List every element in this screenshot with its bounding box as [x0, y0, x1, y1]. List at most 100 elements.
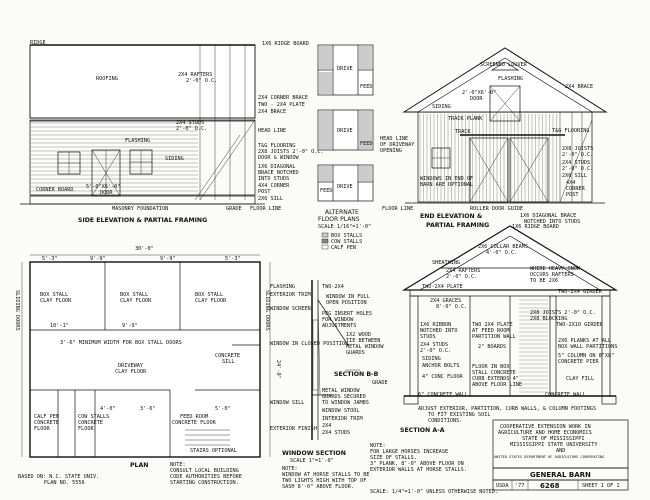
plan-dim-3: 9'-9": [160, 256, 176, 262]
plan3-drive: DRIVE: [337, 184, 353, 190]
plan-based-on: BASED ON: N.C. STATE UNIV.: [18, 474, 99, 480]
alt-title-a: ALTERNATE: [325, 209, 359, 216]
end-post: 4X4: [566, 180, 575, 186]
tb-usda: USDA: [496, 483, 509, 489]
aa-planks-b: BOX WALL PARTITIONS: [558, 344, 617, 350]
aa-snow-b: OCCURS RAFTERS: [530, 272, 574, 278]
aa-studs: 2X4 STUDS: [420, 342, 448, 348]
end-tg-flooring: T&G FLOORING: [552, 128, 589, 134]
plan-mid-dim: 9'-9": [122, 323, 138, 329]
label-sill: 2X6 SILL: [258, 196, 283, 202]
bb-window-full: WINDOW IN FULL: [326, 294, 370, 300]
end-brace: 2X4 BRACE: [565, 84, 593, 90]
aa-graces-b: 8'-0" O.C.: [436, 304, 467, 310]
legend-box-stalls: BOX STALLS: [331, 233, 362, 239]
label-diag-c: INTO STUDS: [258, 176, 289, 182]
plan-dim-4-0: 4'-0": [100, 406, 116, 412]
end-title-b: PARTIAL FRAMING: [426, 222, 489, 229]
plan-stairs: STAIRS OPTIONAL: [190, 448, 237, 454]
bb-note-d: SASH 8'-0" ABOVE FLOOR.: [282, 484, 354, 490]
plan-box2: BOX STALL: [120, 292, 148, 298]
plan-box3: BOX STALL: [195, 292, 223, 298]
tb-line3: STATE OF MISSISSIPPI: [522, 436, 584, 442]
plan-calf: CALF PEN: [34, 414, 59, 420]
plan-dim-2: 9'-9": [90, 256, 106, 262]
plan-dim-5-0: 5'-0": [215, 406, 231, 412]
aa-note-d: 3" PLANK, 8'-0" ABOVE FLOOR ON: [370, 461, 464, 467]
label-corner-brace: 2X4 CORNER BRACE: [258, 95, 308, 101]
side-elevation-title: SIDE ELEVATION & PARTIAL FRAMING: [78, 217, 207, 224]
plan-sliding-left: SLIDING DOORS: [14, 290, 20, 331]
aa-planks: 2X6 PLANKS AT ALL: [558, 338, 611, 344]
label-diag: 1X6 DIAGONAL: [258, 164, 295, 170]
label-corner-post-b: POST: [258, 189, 271, 195]
plan-box2-floor: CLAY FLOOR: [120, 298, 152, 304]
end-post-c: POST: [566, 192, 579, 198]
bb-grade: GRADE: [372, 380, 388, 386]
plan-cow: COW STALLS: [78, 414, 109, 420]
plan-note-b: CONSULT LOCAL BUILDING: [170, 468, 239, 474]
bb-metal-b: GUARDS SECURED: [322, 394, 366, 400]
aa-ribbon-b: NOTCHED INTO: [420, 328, 457, 334]
bb-interior-trim: INTERIOR TRIM: [322, 416, 363, 422]
end-head-line: HEAD LINE: [380, 136, 408, 142]
tb-line4: MISSISSIPPI STATE UNIVERSITY: [510, 442, 598, 448]
aa-note-e: EXTERIOR WALLS AT HORSE STALLS.: [370, 467, 467, 473]
plan-feed: FEED ROOM: [180, 414, 208, 420]
alt-title-b: FLOOR PLANS: [318, 216, 360, 223]
tb-year: '77: [515, 483, 524, 489]
bb-wood: 1X2 WOOD: [346, 332, 371, 338]
aa-ribbon-c: STUDS: [420, 334, 436, 340]
end-hay-door: 2'-0"X6'-0": [462, 90, 496, 96]
bb-exterior-trim: EXTERIOR TRIM: [270, 292, 311, 298]
plan1-drive: DRIVE: [337, 66, 353, 72]
end-joists-oc: 2'-0" O.C.: [562, 152, 593, 158]
legend-calf-pen: CALF PEN: [331, 245, 356, 251]
end-track-plank: TRACK PLANK: [448, 116, 483, 122]
label-roofing: ROOFING: [96, 76, 118, 82]
bb-window-section: WINDOW SECTION: [282, 450, 346, 457]
bb-window-closed: WINDOW IN CLOSED POSITION: [270, 341, 348, 347]
label-ridge-board: 1X6 RIDGE BOARD: [262, 41, 309, 47]
plan-left-dim: 10'-1": [50, 323, 69, 329]
end-diagonal-b: NOTCHED INTO STUDS: [524, 219, 580, 225]
end-elevation: SCREENED LOUVER FLASHING 2X4 BRACE 2'-0"…: [380, 47, 608, 229]
aa-floor-box: FLOOR IN BOX: [472, 364, 510, 370]
end-note-a: WINDOWS IN END OF: [420, 176, 473, 182]
plan-cow-c: FLOOR: [78, 426, 94, 432]
tb-plan-no: 6268: [540, 482, 560, 490]
bb-exterior-finish: EXTERIOR FINISH: [270, 426, 317, 432]
aa-ridge-board: 1X6 RIDGE BOARD: [512, 224, 559, 230]
tb-scale-note: SCALE: 1/4"=1'-0" UNLESS OTHERWISE NOTED…: [370, 489, 498, 495]
plan-sliding-right: SLIDING DOORS: [264, 290, 270, 331]
end-hay-door-word: DOOR: [470, 96, 483, 102]
plan-title: PLAN: [130, 462, 148, 469]
end-studs: 2X4 STUDS: [562, 160, 590, 166]
label-door-word: DOOR: [100, 190, 113, 196]
aa-snow: WHERE HEAVY SNOW: [530, 266, 581, 272]
aa-studs-b: 2'-0" O.C.: [420, 348, 451, 354]
aa-sheathing: SHEATHING: [432, 260, 460, 266]
bb-studs: 2X4 STUDS: [322, 430, 350, 436]
aa-siding: SIDING: [422, 356, 441, 362]
bb-title: SECTION B-B: [334, 371, 379, 378]
label-studs: 2X4 STUDS: [176, 120, 204, 126]
aa-concrete-wall: 6" CONCRETE WALL: [418, 392, 468, 398]
label-joists: 2X8 JOISTS 2'-0" O.C.: [258, 149, 324, 155]
end-note-b: BARN ARE OPTIONAL: [420, 182, 473, 188]
aa-plate: TWO-2X4 PLATE: [422, 284, 463, 290]
label-door-window: DOOR & WINDOW: [258, 155, 299, 161]
label-plate: TWO - 2X4 PLATE: [258, 102, 305, 108]
aa-two-2x10: TWO-2X10 GIRDER: [556, 322, 604, 328]
legend-cow-stalls: COW STALLS: [331, 239, 362, 245]
bb-peg-c: ADJUSTMENTS: [322, 323, 356, 329]
bb-note-b: WINDOW AT HORSE STALLS TO BE: [282, 472, 369, 478]
aa-boards: 2" BOARDS: [478, 344, 506, 350]
label-tg-flooring: T&G FLOORING: [258, 143, 295, 149]
bb-window-stool: WINDOW STOOL: [322, 408, 359, 414]
side-elevation: RIDGE ROOFING 1X6 RIDGE BOARD 2X4 RAFTER…: [20, 40, 324, 224]
plan-driveway-floor: CLAY FLOOR: [115, 369, 147, 375]
end-diagonal: 1X6 DIAGONAL BRACE: [520, 213, 576, 219]
plan-concrete-sill: SILL: [222, 359, 235, 365]
